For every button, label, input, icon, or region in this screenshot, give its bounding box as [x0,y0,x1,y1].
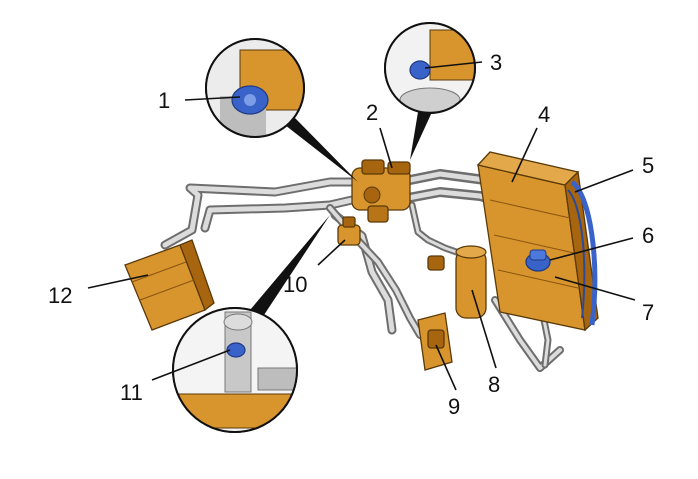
leader-11 [151,349,231,381]
leader-4 [511,127,538,183]
zoom-connectors [250,112,432,318]
callout-9: 9 [448,394,460,419]
zoom-detail-11 [172,307,298,433]
callout-7: 7 [642,300,654,325]
zoom-detail-1 [205,38,305,138]
callout-11: 11 [120,380,143,405]
leader-6 [549,237,634,261]
callout-2: 2 [366,100,378,125]
cooling-fan [567,179,598,326]
callout-12: 12 [48,283,72,308]
pipe-compressor-down-2 [346,228,424,339]
leader-9 [435,344,457,391]
leader-8 [471,289,497,369]
leader-7 [554,276,636,301]
callout-10: 10 [283,272,307,297]
leader-10 [317,239,346,266]
callout-5: 5 [642,153,654,178]
receiver-drier [427,245,487,319]
pipe-drier-link [408,201,469,259]
leader-1 [184,96,241,101]
evaporator [124,239,215,331]
pipe-condenser-bottom [491,296,564,372]
callout-6: 6 [642,223,654,248]
leader-12 [87,274,149,289]
pipe-evaporator-return [200,195,357,233]
fill-cap [525,249,551,272]
callout-4: 4 [538,102,550,127]
expansion-valve-9 [417,312,453,371]
callout-1: 1 [158,88,170,113]
callout-8: 8 [488,372,500,397]
leader-5 [574,169,634,193]
callout-labels: 1 2 3 4 5 6 7 8 9 10 11 12 [48,50,654,419]
leader-2 [379,127,393,169]
pipe-evaporator-supply [160,177,365,250]
callout-leaders [87,61,636,391]
leader-3 [424,61,483,69]
callout-3: 3 [490,50,502,75]
pressure-switch-10 [337,216,361,246]
compressor [351,159,411,223]
